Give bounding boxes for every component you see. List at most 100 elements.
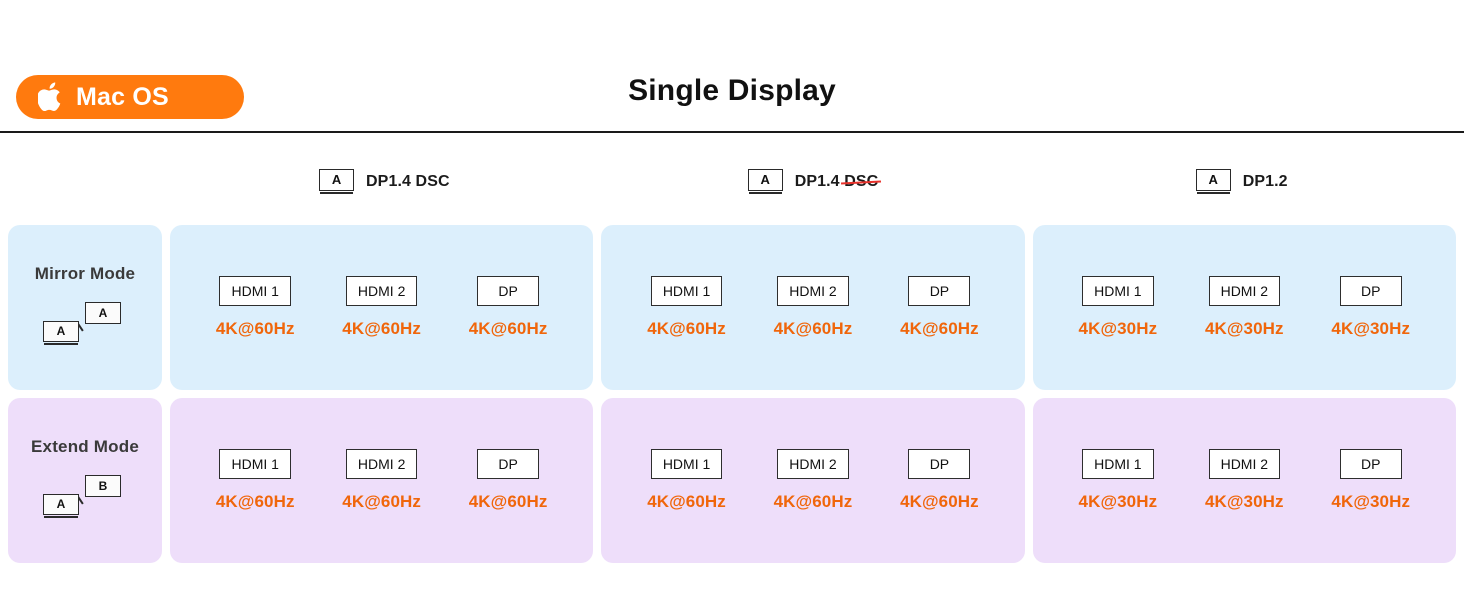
port-rate: 4K@60Hz bbox=[215, 492, 295, 512]
panel-extend-dp12: HDMI 1 4K@30Hz HDMI 2 4K@30Hz DP 4K@30Hz bbox=[1032, 398, 1456, 563]
port-cell: DP 4K@30Hz bbox=[1315, 275, 1427, 339]
compatibility-grid: Mirror Mode A A HDMI 1 4K@60Hz HDMI 2 4K… bbox=[8, 225, 1456, 571]
column-header-label-prefix: DP1.4 bbox=[794, 173, 845, 190]
row-label-mirror-mode: Mirror Mode A A bbox=[8, 225, 162, 390]
column-header-label: DP1.2 bbox=[1243, 173, 1288, 191]
port-box: HDMI 2 bbox=[345, 275, 418, 307]
monitor-badge-letter: A bbox=[760, 172, 770, 187]
diagram-display-a: A bbox=[43, 493, 79, 515]
diagram-display-a-stand bbox=[44, 516, 78, 519]
os-badge-mac: Mac OS bbox=[16, 75, 244, 119]
port-cell: DP 4K@60Hz bbox=[883, 275, 995, 339]
port-rate: 4K@60Hz bbox=[468, 319, 548, 339]
row-label-text: Extend Mode bbox=[31, 436, 139, 456]
diagram-display-b-letter: A bbox=[98, 305, 108, 320]
port-box: DP bbox=[1339, 275, 1402, 307]
port-cell: HDMI 1 4K@60Hz bbox=[631, 448, 743, 512]
panel-extend-dp14-dsc: HDMI 1 4K@60Hz HDMI 2 4K@60Hz DP 4K@60Hz bbox=[170, 398, 594, 563]
os-badge-label: Mac OS bbox=[76, 82, 169, 111]
panel-extend-dp14-no-dsc: HDMI 1 4K@60Hz HDMI 2 4K@60Hz DP 4K@60Hz bbox=[601, 398, 1025, 563]
port-rate: 4K@60Hz bbox=[342, 319, 421, 339]
row-label-text: Mirror Mode bbox=[34, 263, 136, 283]
port-box: HDMI 2 bbox=[1208, 448, 1281, 480]
port-rate: 4K@60Hz bbox=[773, 492, 853, 512]
extend-mode-diagram-icon: B A bbox=[39, 473, 131, 521]
port-cell: DP 4K@60Hz bbox=[452, 275, 564, 339]
port-rate: 4K@60Hz bbox=[468, 492, 548, 512]
column-header-label-struck: DSC bbox=[844, 173, 879, 190]
apple-icon bbox=[38, 82, 61, 112]
monitor-a-icon: A bbox=[319, 168, 355, 196]
port-rate: 4K@30Hz bbox=[1204, 319, 1284, 339]
diagram-display-a-stand bbox=[44, 343, 78, 346]
port-cell: DP 4K@30Hz bbox=[1315, 448, 1427, 512]
header-divider bbox=[0, 131, 1464, 133]
panel-mirror-dp14-no-dsc: HDMI 1 4K@60Hz HDMI 2 4K@60Hz DP 4K@60Hz bbox=[601, 225, 1025, 390]
column-header-dp14-dsc: A DP1.4 DSC bbox=[170, 160, 599, 204]
column-header-dp12: A DP1.2 bbox=[1027, 160, 1456, 204]
port-rate: 4K@30Hz bbox=[1078, 492, 1158, 512]
port-cell: HDMI 1 4K@30Hz bbox=[1062, 448, 1174, 512]
panel-mirror-dp14-dsc: HDMI 1 4K@60Hz HDMI 2 4K@60Hz DP 4K@60Hz bbox=[170, 225, 594, 390]
port-box: HDMI 1 bbox=[219, 275, 291, 307]
panel-mirror-dp12: HDMI 1 4K@30Hz HDMI 2 4K@30Hz DP 4K@30Hz bbox=[1032, 225, 1456, 390]
port-cell: HDMI 1 4K@30Hz bbox=[1062, 275, 1174, 339]
port-rate: 4K@30Hz bbox=[1331, 319, 1411, 339]
grid-row-extend-mode: Extend Mode B A HDMI 1 4K@60Hz HDMI 2 4K… bbox=[8, 398, 1456, 563]
port-rate: 4K@60Hz bbox=[215, 319, 295, 339]
grid-row-mirror-mode: Mirror Mode A A HDMI 1 4K@60Hz HDMI 2 4K… bbox=[8, 225, 1456, 390]
port-box: HDMI 1 bbox=[650, 275, 723, 307]
diagram-display-b-letter: B bbox=[98, 478, 108, 493]
port-box: HDMI 2 bbox=[345, 448, 418, 480]
port-rate: 4K@60Hz bbox=[900, 492, 979, 512]
page-header: Mac OS Single Display bbox=[0, 60, 1464, 132]
port-box: HDMI 2 bbox=[777, 448, 849, 480]
diagram-display-a-letter: A bbox=[56, 497, 66, 511]
row-label-extend-mode: Extend Mode B A bbox=[8, 398, 162, 563]
port-cell: HDMI 2 4K@60Hz bbox=[757, 448, 869, 512]
column-header-label-text: DP1.4 DSC bbox=[366, 173, 450, 190]
port-rate: 4K@30Hz bbox=[1078, 319, 1158, 339]
monitor-badge-letter: A bbox=[1208, 172, 1218, 187]
port-rate: 4K@30Hz bbox=[1331, 492, 1411, 512]
column-header-label-text: DP1.2 bbox=[1242, 173, 1288, 190]
port-rate: 4K@60Hz bbox=[773, 319, 853, 339]
monitor-a-icon: A bbox=[1195, 168, 1231, 196]
page-title: Single Display bbox=[628, 74, 836, 107]
port-cell: HDMI 2 4K@30Hz bbox=[1188, 275, 1300, 339]
port-box: HDMI 1 bbox=[219, 448, 291, 480]
port-box: DP bbox=[477, 275, 540, 307]
port-rate: 4K@60Hz bbox=[342, 492, 421, 512]
port-box: HDMI 2 bbox=[777, 275, 849, 307]
port-box: HDMI 2 bbox=[1208, 275, 1281, 307]
port-cell: HDMI 1 4K@60Hz bbox=[199, 275, 311, 339]
port-rate: 4K@60Hz bbox=[647, 319, 726, 339]
port-box: HDMI 1 bbox=[1082, 275, 1154, 307]
port-cell: DP 4K@60Hz bbox=[452, 448, 564, 512]
column-header-label: DP1.4 DSC bbox=[795, 173, 879, 191]
port-box: DP bbox=[908, 448, 971, 480]
port-rate: 4K@60Hz bbox=[900, 319, 979, 339]
port-cell: HDMI 2 4K@30Hz bbox=[1188, 448, 1300, 512]
diagram-display-b: B bbox=[85, 474, 121, 497]
port-rate: 4K@60Hz bbox=[647, 492, 726, 512]
port-box: HDMI 1 bbox=[1082, 448, 1154, 480]
column-header-dp14-no-dsc: A DP1.4 DSC bbox=[599, 160, 1028, 204]
diagram-display-a: A bbox=[43, 320, 79, 342]
monitor-badge-letter: A bbox=[331, 172, 342, 187]
port-cell: HDMI 2 4K@60Hz bbox=[757, 275, 869, 339]
port-cell: HDMI 1 4K@60Hz bbox=[199, 448, 311, 512]
port-cell: HDMI 1 4K@60Hz bbox=[631, 275, 743, 339]
port-box: DP bbox=[908, 275, 971, 307]
monitor-a-icon: A bbox=[747, 168, 783, 196]
diagram-display-b: A bbox=[85, 301, 121, 324]
port-box: DP bbox=[477, 448, 540, 480]
port-box: HDMI 1 bbox=[650, 448, 723, 480]
port-cell: HDMI 2 4K@60Hz bbox=[326, 448, 438, 512]
port-rate: 4K@30Hz bbox=[1204, 492, 1284, 512]
port-cell: HDMI 2 4K@60Hz bbox=[326, 275, 438, 339]
column-headers: A DP1.4 DSC A DP1.4 DSC A DP1.2 bbox=[170, 160, 1456, 204]
port-box: DP bbox=[1339, 448, 1402, 480]
diagram-display-a-letter: A bbox=[56, 324, 66, 338]
